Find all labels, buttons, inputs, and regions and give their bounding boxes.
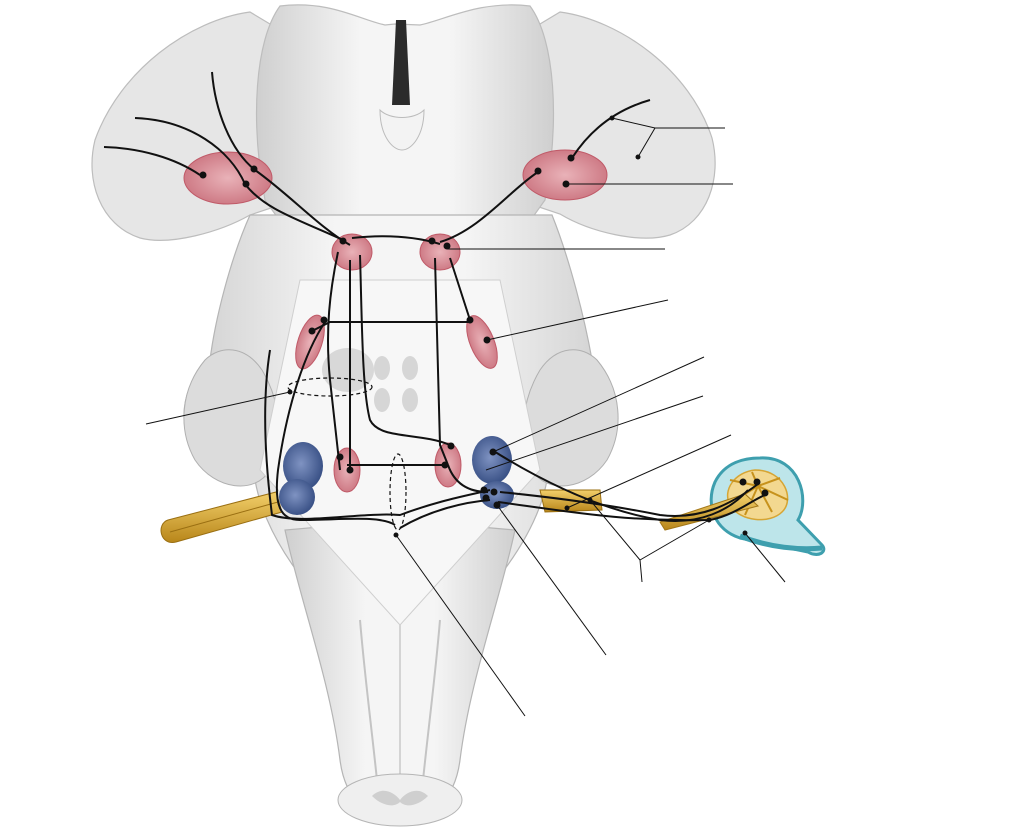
medulla-ridge-right xyxy=(421,619,441,791)
trapezoid-body-1 xyxy=(264,349,491,520)
right-lemniscus-1 xyxy=(434,257,449,466)
medulla-ridge-left xyxy=(359,619,379,791)
dashed-midline-ellipse xyxy=(389,453,407,531)
trapezoid-body-2 xyxy=(399,499,491,529)
leader-line xyxy=(589,499,643,583)
cochlea xyxy=(659,456,826,556)
leader-line xyxy=(566,434,732,509)
synapse-dot xyxy=(443,242,451,250)
leader-line xyxy=(496,504,607,656)
right-inferior-colliculus xyxy=(419,233,461,271)
synapse-dot xyxy=(308,327,316,335)
synapse-dot xyxy=(199,171,207,179)
synapse-dot xyxy=(490,488,498,496)
synapse-dot xyxy=(534,167,542,175)
left-radiation xyxy=(103,146,201,176)
synapse-dot xyxy=(482,494,490,502)
label-leader-lines xyxy=(145,117,786,717)
leader-line xyxy=(637,127,656,158)
colliculus-bump-3 xyxy=(374,388,390,412)
lateral-lemniscus-cross xyxy=(313,321,470,331)
leader-line xyxy=(145,391,291,425)
left-cn8-stump-inner xyxy=(169,501,279,533)
leader-line xyxy=(486,299,669,341)
left-lemniscus-1 xyxy=(327,251,341,471)
leader-line xyxy=(485,395,704,471)
synapse-dot xyxy=(753,478,761,486)
left-medial-geniculate xyxy=(183,151,273,205)
spinal-gray-matter xyxy=(372,790,428,806)
cochlear-duct-hook xyxy=(739,533,823,552)
synapse-dot xyxy=(242,180,250,188)
synapse-dot xyxy=(428,237,436,245)
left-lemniscus-2 xyxy=(359,254,451,446)
colliculus-bump-1 xyxy=(374,356,390,380)
right-ascending-to-cortex xyxy=(571,99,651,159)
synapse-dot xyxy=(567,154,575,162)
synapse-dot xyxy=(320,316,328,324)
leader-line xyxy=(395,534,526,717)
leader-line xyxy=(492,356,705,453)
synapse-dot xyxy=(761,489,769,497)
synapse-dot xyxy=(336,453,344,461)
right-mgb-to-ic xyxy=(439,171,539,243)
left-ventral-cochlear-nucleus xyxy=(279,479,315,515)
left-outer-lemniscus xyxy=(275,321,396,526)
leader-line xyxy=(744,532,786,583)
right-lemniscus-2 xyxy=(449,257,471,321)
synapse-dot xyxy=(250,165,258,173)
dashed-section-ellipse xyxy=(287,377,373,397)
cochlear-nerve-fibers-3 xyxy=(497,494,766,522)
right-lateral-lemniscus-nucleus xyxy=(466,315,498,369)
right-dorsal-cochlear-nucleus xyxy=(472,436,512,484)
right-medial-geniculate xyxy=(522,149,608,201)
synapse-dot xyxy=(339,237,347,245)
third-ventricle xyxy=(392,20,410,105)
synapse-dot xyxy=(447,442,455,450)
synapse-dot xyxy=(441,461,449,469)
leader-line xyxy=(639,519,710,561)
brainstem xyxy=(91,4,716,827)
cochlear-nerve-fibers-2 xyxy=(499,483,759,517)
synapse-dot xyxy=(480,486,488,494)
synapse-dot xyxy=(739,478,747,486)
dashed-markers xyxy=(287,377,407,531)
colliculus-bump-4 xyxy=(402,388,418,412)
colliculus-bump-2 xyxy=(402,356,418,380)
pineal-region xyxy=(379,108,425,151)
synapse-dot xyxy=(346,466,354,474)
left-dorsal-cochlear-nucleus xyxy=(283,442,323,490)
synapse-dot xyxy=(466,316,474,324)
